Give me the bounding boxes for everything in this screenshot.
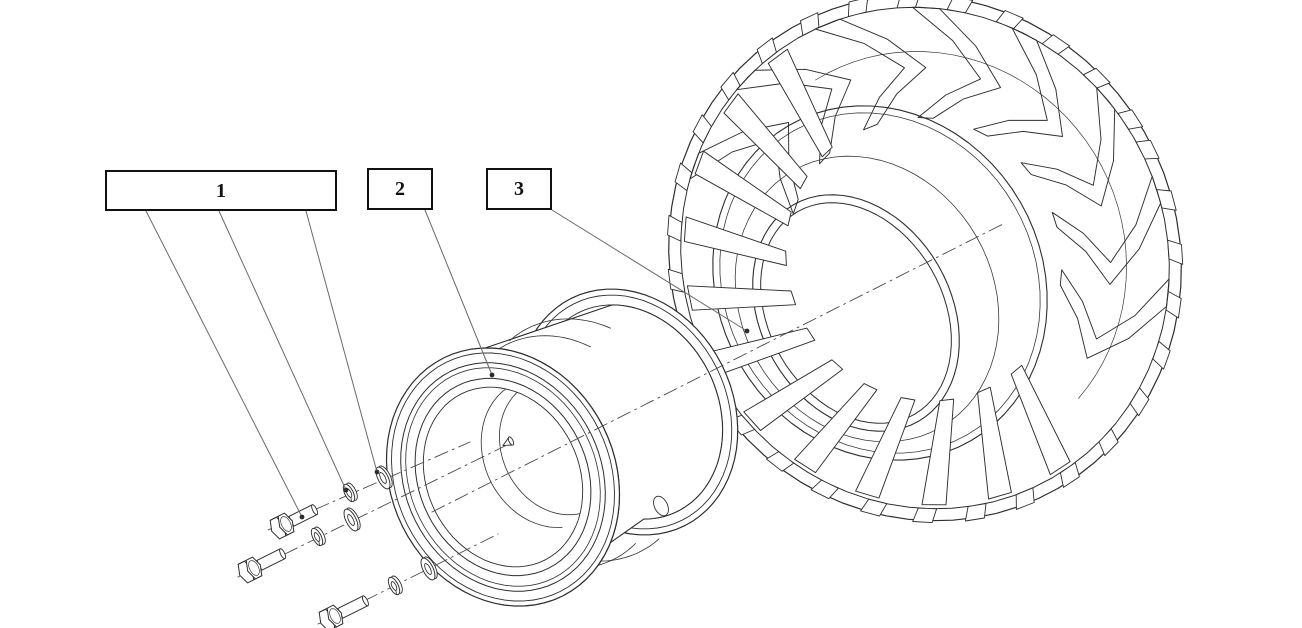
rim-interior bbox=[480, 387, 583, 528]
leader-line-3 bbox=[305, 210, 378, 473]
callout-box-1: 1 bbox=[105, 170, 337, 211]
axis-line-2 bbox=[237, 445, 506, 578]
leader-dot-3 bbox=[374, 469, 380, 475]
leader-dot-5 bbox=[744, 328, 750, 334]
leader-line-5 bbox=[551, 209, 748, 332]
leader-lines bbox=[145, 209, 750, 520]
fastener-bolt-2 bbox=[237, 507, 361, 584]
callout-label-1: 1 bbox=[216, 179, 226, 202]
leader-line-2 bbox=[218, 210, 347, 491]
axis-line-4 bbox=[431, 222, 1006, 513]
tire bbox=[667, 0, 1184, 524]
leader-line-4 bbox=[424, 209, 493, 376]
callout-label-2: 2 bbox=[395, 178, 405, 200]
callout-box-3: 3 bbox=[486, 168, 552, 210]
callout-box-2: 2 bbox=[367, 168, 433, 210]
valve-stem bbox=[502, 436, 515, 446]
fastener-bolt-3 bbox=[318, 556, 438, 628]
fastener-bolt-1 bbox=[269, 465, 393, 540]
callout-label-3: 3 bbox=[514, 178, 524, 200]
leader-line-1 bbox=[145, 210, 303, 518]
leader-dot-4 bbox=[489, 372, 495, 378]
wheel-rim bbox=[385, 288, 739, 607]
leader-dot-1 bbox=[299, 514, 305, 520]
leader-dot-2 bbox=[343, 487, 349, 493]
